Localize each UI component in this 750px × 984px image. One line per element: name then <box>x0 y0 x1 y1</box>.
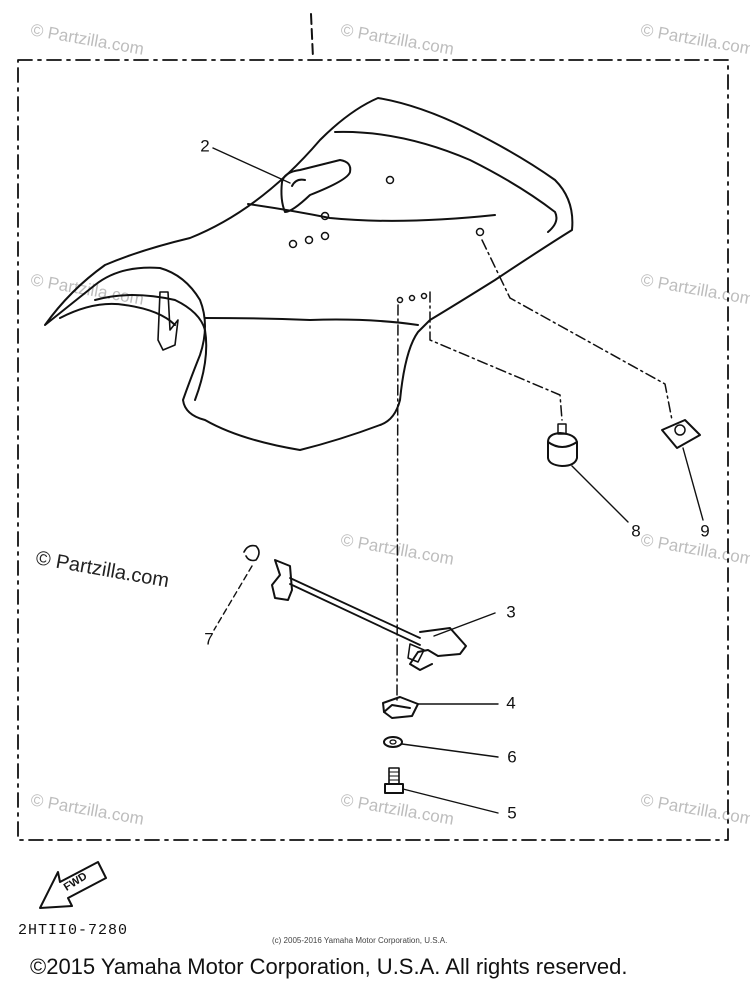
leader-6 <box>401 743 499 758</box>
seat-hole <box>288 239 298 249</box>
washer-hole <box>389 739 397 745</box>
damper-top <box>547 441 578 448</box>
clip-hole <box>674 424 686 436</box>
seat-top-edge <box>334 130 558 233</box>
strap-part-2 <box>280 159 352 213</box>
clip-part-9 <box>661 419 701 449</box>
lever-left-end <box>271 559 293 601</box>
leader-8 <box>571 465 629 523</box>
plate-edge <box>383 704 411 713</box>
pin-part-7 <box>243 544 260 562</box>
footer-copyright: ©2015 Yamaha Motor Corporation, U.S.A. A… <box>30 954 628 979</box>
seat-hook <box>157 291 179 351</box>
seat-hole <box>396 296 404 304</box>
leader-5 <box>402 788 499 814</box>
leader-1 <box>310 13 314 59</box>
washer-part-6 <box>383 736 403 748</box>
callout-7: 7 <box>204 629 214 649</box>
lever-rod <box>289 577 421 639</box>
callout-2: 2 <box>200 136 210 156</box>
seat-hole <box>408 294 416 302</box>
seat-hole <box>304 235 314 245</box>
callout-5: 5 <box>507 803 517 823</box>
seat-outline <box>44 97 574 451</box>
small-copyright: (c) 2005-2016 Yamaha Motor Corporation, … <box>272 936 448 945</box>
lever-right-hook <box>409 627 467 671</box>
lever-rod-2 <box>289 583 421 646</box>
fwd-arrow-icon <box>39 861 107 909</box>
assembly-boundary <box>17 59 729 841</box>
leader-seat-to-4 <box>396 304 399 701</box>
seat-hole <box>385 175 395 185</box>
seat-rear-curve <box>94 294 208 401</box>
diagram-code: 2HTII0-7280 <box>18 922 129 939</box>
leader-seat-to-9 <box>481 239 673 421</box>
callout-6: 6 <box>507 747 517 767</box>
leader-9 <box>682 447 704 521</box>
damper-stem <box>557 423 567 435</box>
bolt-head <box>384 783 404 794</box>
seat-side-crease <box>204 317 419 326</box>
seat-hole <box>475 227 485 237</box>
seat-hole <box>420 292 428 300</box>
lever-bolt <box>407 643 425 663</box>
leader-3 <box>433 612 496 637</box>
callout-4: 4 <box>506 693 516 713</box>
seat-hole <box>320 231 330 241</box>
bolt-thread <box>388 771 400 781</box>
leader-7 <box>213 565 253 631</box>
leader-seat-to-8 <box>429 291 563 421</box>
damper-part-8 <box>547 432 578 467</box>
seat-top-inner <box>247 203 496 222</box>
seat-rear-inner <box>59 302 176 326</box>
strap-inner <box>291 178 306 187</box>
callout-8: 8 <box>631 521 641 541</box>
leader-2 <box>212 147 291 184</box>
seat-hole <box>320 211 330 221</box>
callout-9: 9 <box>700 521 710 541</box>
callout-3: 3 <box>506 602 516 622</box>
